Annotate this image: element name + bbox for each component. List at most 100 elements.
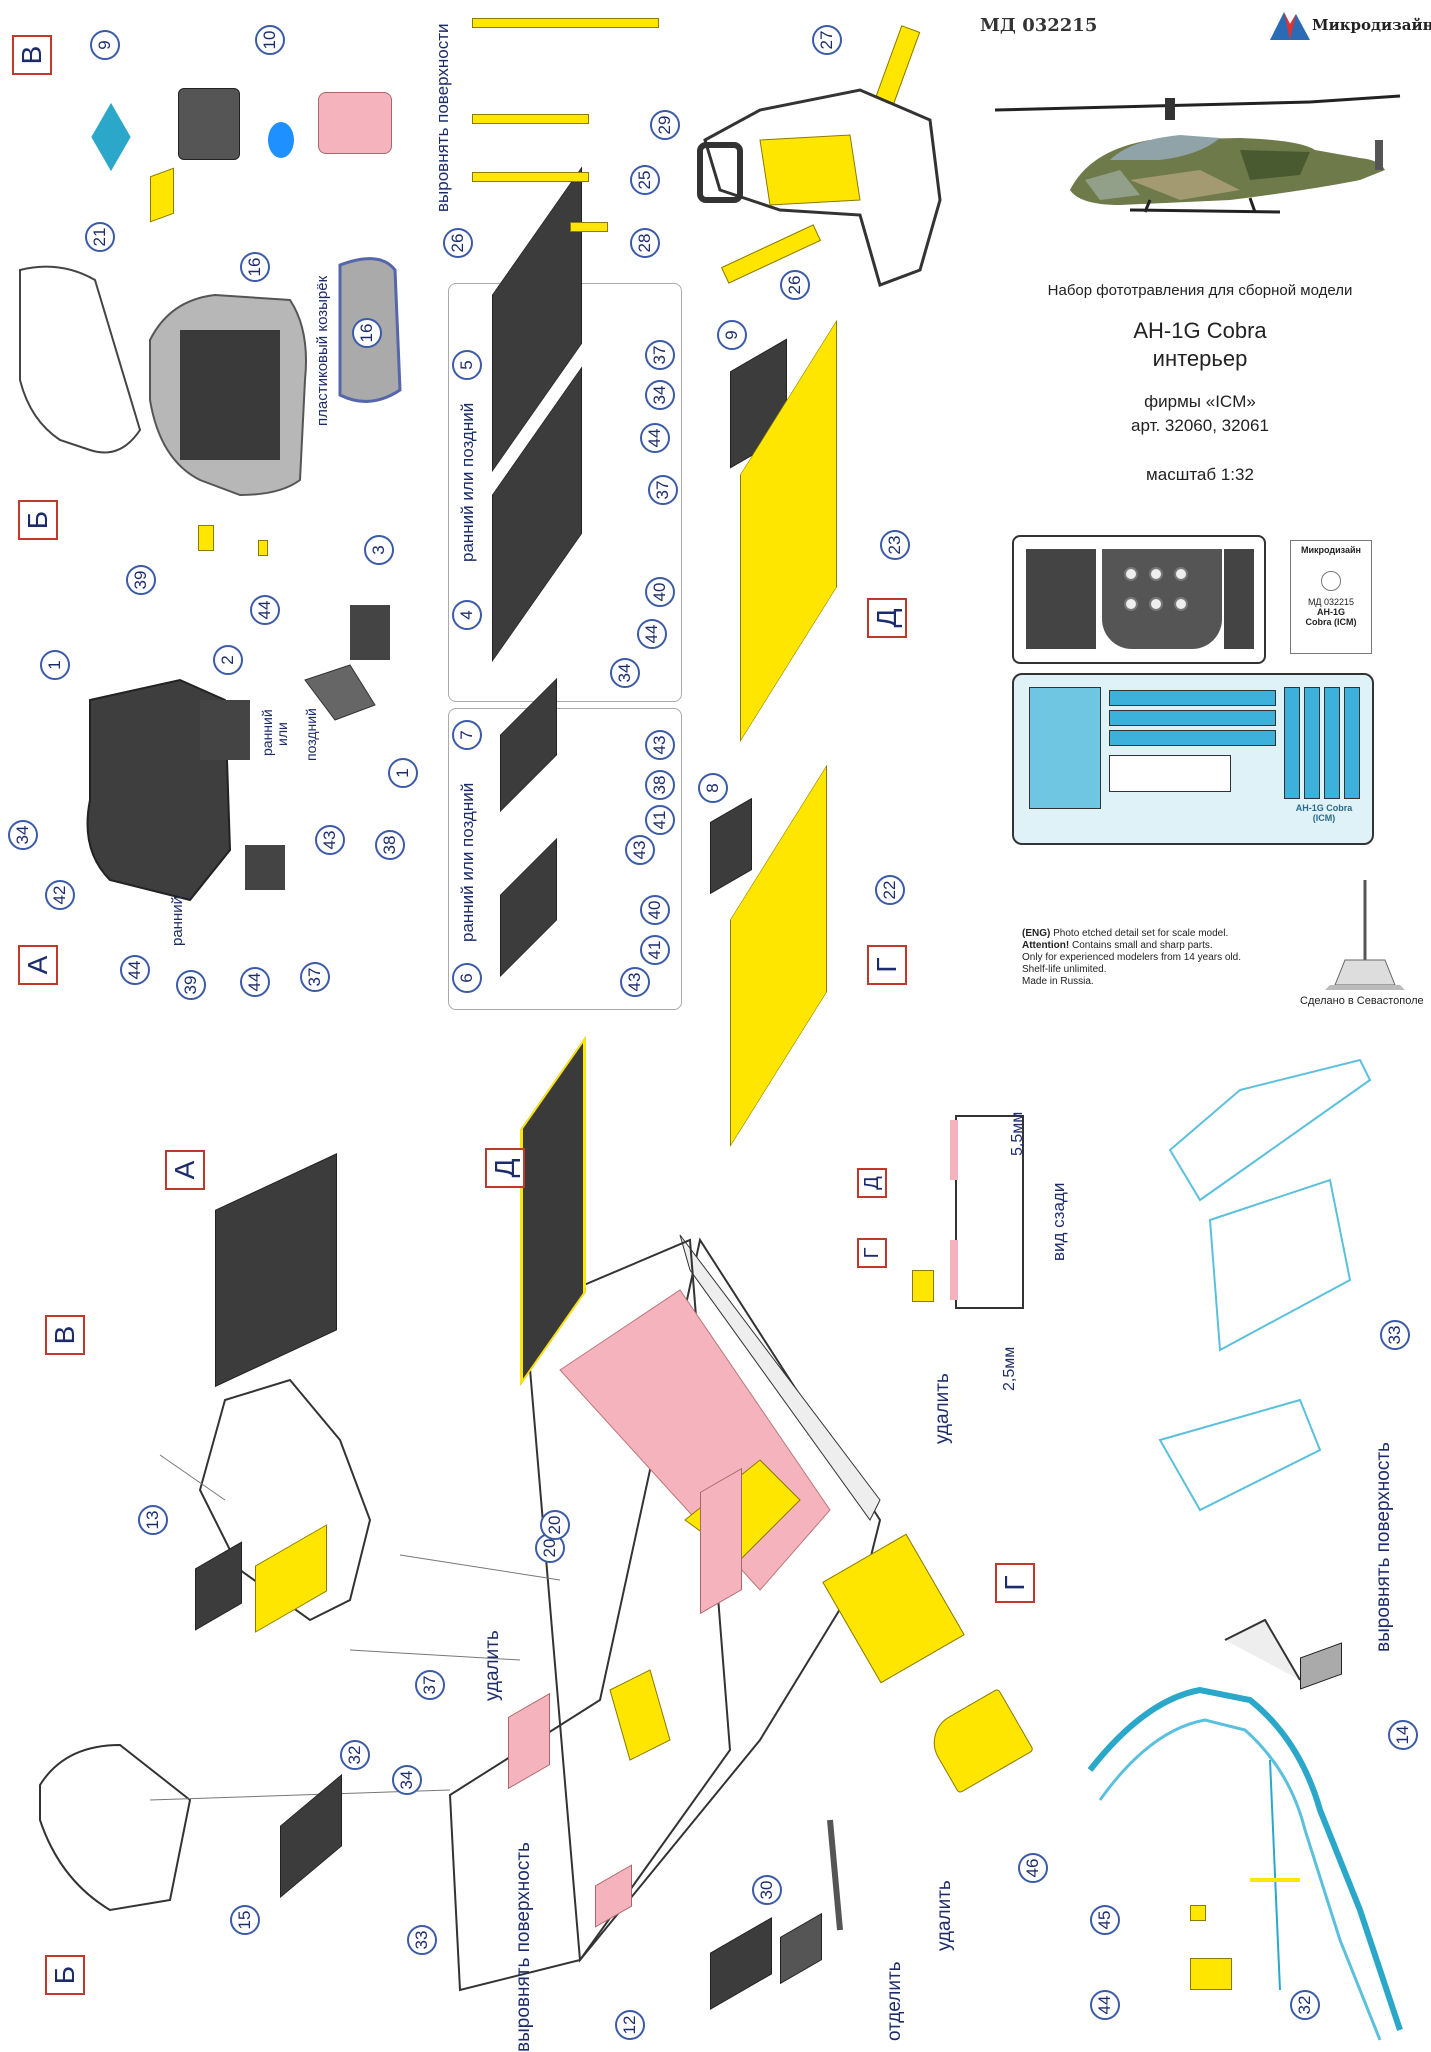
sheet-label-kit: Cobra (ICM) — [1305, 617, 1357, 627]
yellow-strip-29 — [472, 114, 589, 124]
step-letter-a-bottom: А — [165, 1150, 205, 1190]
step-letter-d: Д — [867, 598, 907, 638]
rear-view-pink-bottom — [950, 1240, 958, 1300]
part-number-27: 27 — [812, 25, 842, 55]
part-number-7: 7 — [452, 720, 482, 750]
panel-14 — [1300, 1642, 1342, 1690]
kit-subtitle: Набор фототравления для сборной модели — [1047, 282, 1353, 299]
part-number-43a: 44 — [120, 955, 150, 985]
label-separate: отделить — [884, 1961, 905, 2041]
part-number-16: 16 — [240, 252, 270, 282]
pink-cut-rear — [595, 1864, 632, 1928]
part-number-41: 42 — [45, 880, 75, 910]
part-number-42a: 43 — [315, 825, 345, 855]
part-number-40a: 41 — [645, 805, 675, 835]
eng-note-line5: Made in Russia. — [1022, 976, 1094, 987]
part-number-42d: 43 — [620, 967, 650, 997]
part-number-36: 39 — [176, 970, 206, 1000]
rear-view-block — [955, 1115, 1024, 1309]
part-number-15: 15 — [230, 1905, 260, 1935]
part-number-26: 26 — [780, 270, 810, 300]
part-number-43d: 44 — [637, 619, 667, 649]
part-number-4: 4 — [452, 600, 482, 630]
part-number-25: 26 — [443, 228, 473, 258]
step-letter-v-bottom: В — [45, 1315, 85, 1355]
part-number-24: 25 — [630, 165, 660, 195]
part-number-12: 12 — [615, 2010, 645, 2040]
part-31 — [255, 1524, 327, 1633]
part-number-14: 14 — [1388, 1720, 1418, 1750]
step-letter-b: Б — [18, 500, 58, 540]
sheet-label-circle-icon — [1321, 571, 1341, 591]
part-number-37b: 37 — [645, 340, 675, 370]
sheet-label-code: МД 032215 — [1307, 597, 1355, 607]
part-number-2: 2 — [213, 645, 243, 675]
label-early-or-late-1: ранний или поздний — [458, 402, 477, 562]
part-number-38a: 38 — [375, 830, 405, 860]
part-number-3: 3 — [364, 535, 394, 565]
eng-note-line2: Contains small and sharp parts. — [1069, 940, 1213, 951]
part-number-11: 9 — [90, 30, 120, 60]
letter-d-small: Д — [857, 1168, 887, 1198]
yellow-part-43-top — [258, 540, 268, 556]
part-number-34b: 34 — [645, 380, 675, 410]
part-number-36-top: 39 — [126, 565, 156, 595]
letter-g-small: Г — [857, 1238, 887, 1268]
part-number-43b: 44 — [240, 967, 270, 997]
kit-maker: фирмы «ICM» — [1144, 392, 1256, 411]
part-number-43-top: 44 — [250, 595, 280, 625]
panel-a-assembled — [215, 1153, 337, 1387]
label-plastic-visor: пластиковый козырёк — [314, 275, 331, 426]
yellow-part-28 — [570, 222, 608, 232]
eng-note-line3: Only for experienced modelers from 14 ye… — [1022, 952, 1241, 963]
eng-note-line1: Photo etched detail set for scale model. — [1050, 928, 1229, 939]
brand-logo-icon — [1270, 12, 1310, 40]
part-number-34: 34 — [8, 820, 38, 850]
part-number-8: 8 — [698, 773, 728, 803]
made-in-sevastopol: Сделано в Севастополе — [1300, 995, 1424, 1007]
part-number-38b: 38 — [645, 770, 675, 800]
label-align-surfaces: выровнять поверхности — [433, 23, 452, 213]
sheet-label-model: AH-1G — [1316, 607, 1345, 617]
blue-oval-part — [268, 122, 294, 158]
step-letter-b-bottom: Б — [45, 1955, 85, 1995]
kit-scale: масштаб 1:32 — [1146, 465, 1254, 484]
part-number-6: 6 — [452, 963, 482, 993]
block-12 — [710, 1917, 772, 2010]
panel-13 — [195, 1541, 242, 1631]
part-number-20b: 20 — [540, 1510, 570, 1540]
step-letter-g-bottom: Г — [995, 1563, 1035, 1603]
label-dim-25: 2,5мм — [1001, 1346, 1018, 1391]
part-number-30: 30 — [752, 1875, 782, 1905]
part-44 — [1190, 1958, 1232, 1990]
helicopter-photo — [994, 94, 1401, 214]
label-early-a: ранний — [169, 895, 186, 946]
yellow-strip-24 — [472, 172, 589, 182]
step-letter-g: Г — [867, 945, 907, 985]
label-dim-55: 5,5мм — [1009, 1111, 1026, 1156]
sheet-label-brand: Микродизайн — [1301, 545, 1361, 555]
yellow-part-36-top — [198, 525, 214, 551]
eng-note: (ENG) Photo etched detail set for scale … — [1022, 928, 1322, 988]
part-number-23: 23 — [880, 530, 910, 560]
part-number-39b: 40 — [640, 895, 670, 925]
pink-cut-mid — [700, 1467, 742, 1615]
yellow-plate-21 — [150, 167, 174, 223]
block-30 — [780, 1912, 822, 1985]
part-number-31: 32 — [340, 1740, 370, 1770]
part-number-29: 29 — [650, 110, 680, 140]
pe-sheet-small — [1012, 535, 1266, 664]
panel-8 — [710, 797, 752, 895]
header-area: МД 032215 Микродизайн — [980, 10, 1431, 280]
kit-model-subtitle: интерьер — [1152, 346, 1248, 371]
brand-name: Микродизайн — [1312, 16, 1431, 34]
pe-fret-large: AH-1G Cobra (ICM) — [1012, 673, 1374, 845]
part-number-10: 10 — [255, 25, 285, 55]
part-number-42c: 43 — [625, 835, 655, 865]
label-remove-3: удалить — [934, 1880, 955, 1951]
label-or: или — [274, 722, 290, 746]
